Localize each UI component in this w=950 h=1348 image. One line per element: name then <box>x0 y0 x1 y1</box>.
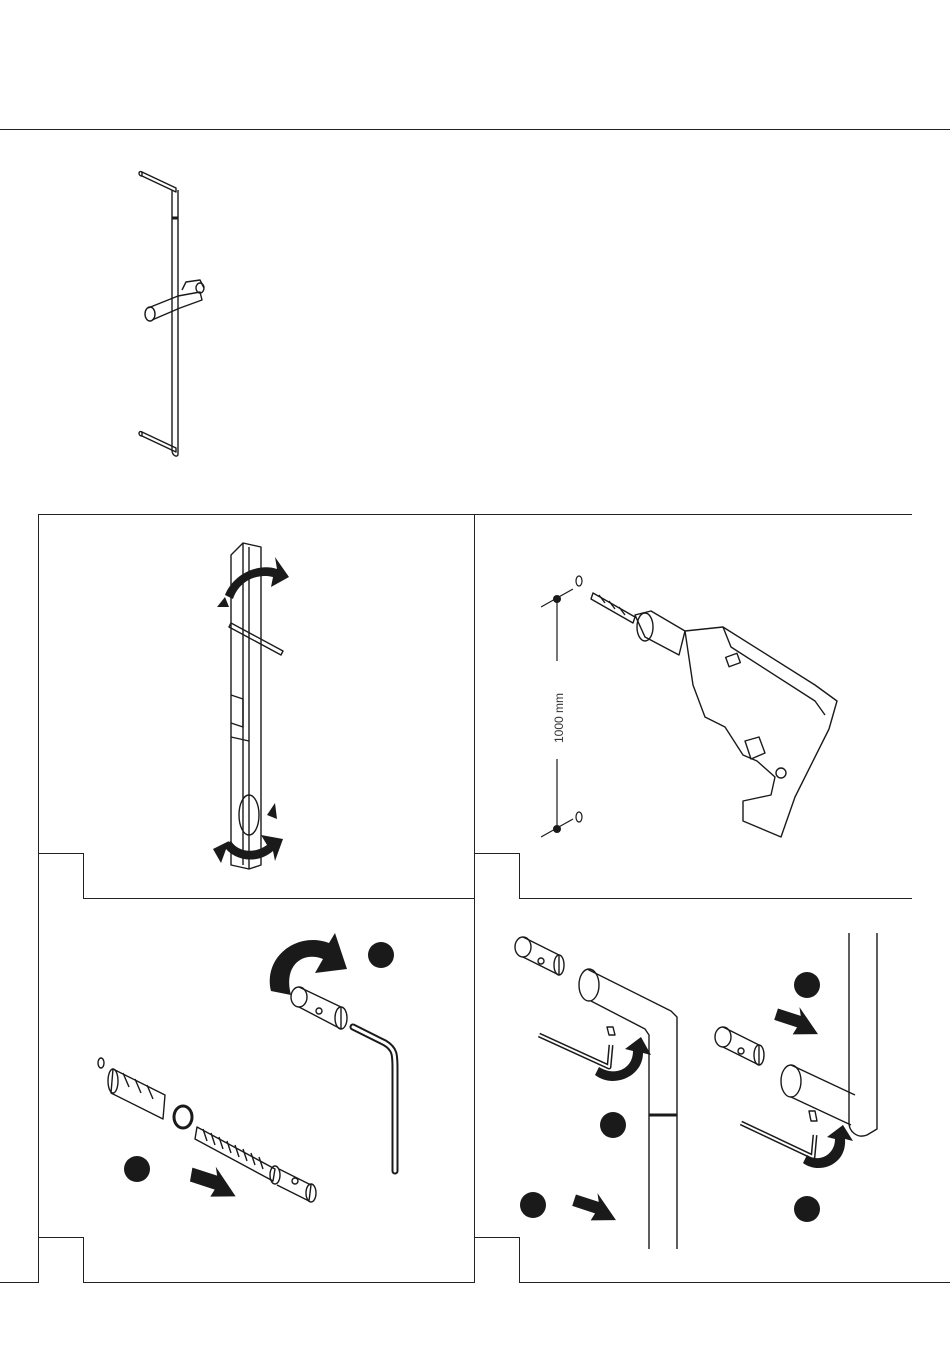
measurement-label: 1000 mm <box>552 693 566 743</box>
rotate-arrow-icon <box>213 803 283 863</box>
step-marker <box>368 942 394 968</box>
push-arrow-icon <box>570 1187 622 1228</box>
step-marker <box>520 1192 546 1218</box>
shower-rail-icon <box>120 150 240 470</box>
step-marker <box>794 1196 820 1222</box>
rotate-arrow-icon <box>217 557 289 607</box>
rotate-arrow-icon <box>803 1125 853 1168</box>
push-arrow-icon <box>186 1160 243 1204</box>
step-marker <box>794 972 820 998</box>
overview-illustration <box>120 150 240 470</box>
panel-drill-holes: 1000 mm <box>475 515 912 898</box>
push-arrow-icon <box>772 1001 824 1042</box>
bracket-icon <box>715 1027 764 1065</box>
panel-anchors-screws <box>39 899 474 1282</box>
step-marker <box>124 1156 150 1182</box>
screw-icon <box>195 1127 316 1202</box>
top-divider <box>0 129 950 130</box>
panel-adjust-rail <box>39 515 474 898</box>
step-marker <box>600 1112 626 1138</box>
rotate-arrow-icon <box>595 1037 651 1081</box>
panel-mount-brackets <box>475 899 912 1282</box>
drill-icon <box>591 593 837 837</box>
rotate-arrow-icon <box>270 933 347 995</box>
wall-anchor-icon <box>98 1058 192 1128</box>
hex-key-icon <box>353 1027 395 1171</box>
bracket-icon <box>515 937 564 975</box>
